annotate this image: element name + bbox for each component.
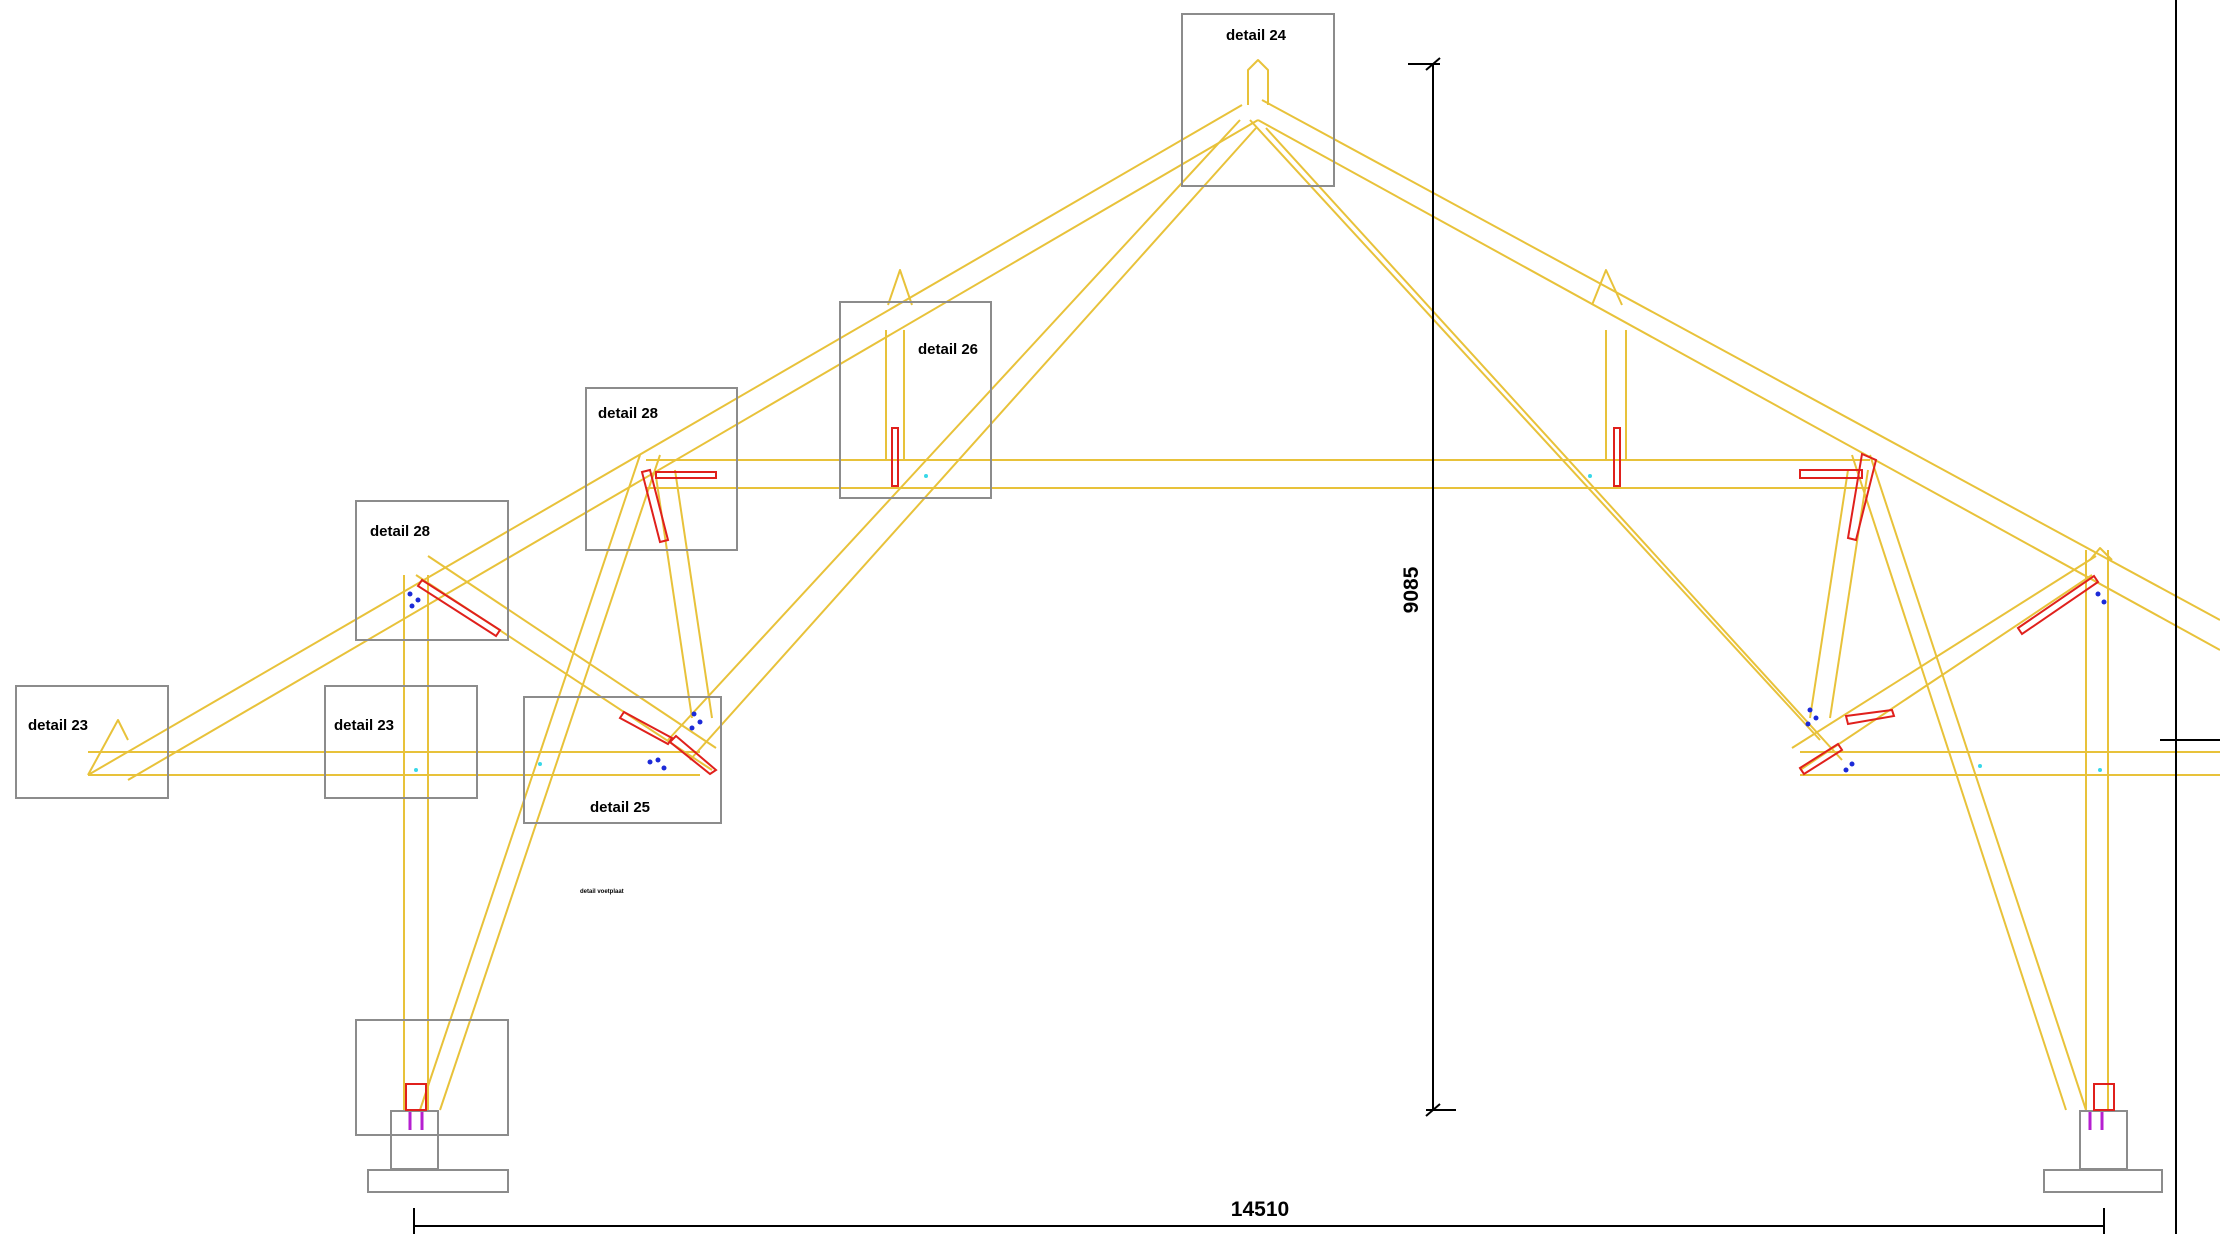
plate-collar-left <box>655 471 717 479</box>
detail-label-23-left: detail 23 <box>28 717 88 734</box>
marker-4 <box>1588 474 1592 478</box>
strut-right-b <box>1869 454 2087 1111</box>
knee-brace-left-b <box>427 555 717 749</box>
bolt-2 <box>415 597 421 603</box>
dimensions <box>413 0 2220 1234</box>
rafter-left-lower <box>127 119 1259 781</box>
strut-left-b <box>439 454 661 1111</box>
detail-label-28-lower: detail 28 <box>370 523 430 540</box>
plate-hanger-left <box>891 427 899 487</box>
marker-3 <box>924 474 928 478</box>
frame-detail-24 <box>1181 13 1335 187</box>
detail-label-26: detail 26 <box>918 341 978 358</box>
frame-detail-28-top <box>585 387 738 551</box>
tip-left <box>87 719 129 776</box>
plate-foot-right <box>2093 1083 2115 1111</box>
plate-right-25-a <box>1844 708 1896 726</box>
strut-left-a <box>419 454 641 1111</box>
frame-base-right-slab <box>2043 1169 2163 1193</box>
frame-base-left-slab <box>367 1169 509 1193</box>
bolt-1 <box>407 591 413 597</box>
bolt-13 <box>1813 715 1819 721</box>
rafter-right-upper <box>1261 99 2220 621</box>
small-note-label: detail voetplaat <box>580 889 624 895</box>
plate-strut-right <box>1846 452 1878 542</box>
height-dimension-arrow-bottom <box>1425 1103 1441 1117</box>
short-strut-right-b <box>1829 469 1869 719</box>
timber-members <box>87 59 2220 1111</box>
plate-knee-right <box>2016 574 2100 636</box>
plate-strut-left <box>640 468 670 544</box>
rafter-left-upper <box>87 104 1243 776</box>
bolt-4 <box>691 711 697 717</box>
height-dimension-label: 9085 <box>1400 566 1423 613</box>
plate-collar-right <box>1799 469 1863 479</box>
marker-2 <box>538 762 542 766</box>
plate-foot-left <box>405 1083 427 1111</box>
knee-brace-right-b <box>1791 555 2097 749</box>
frame-detail-23-left <box>15 685 169 799</box>
frame-footing-left <box>355 1019 509 1136</box>
bolt-12 <box>1807 707 1813 713</box>
short-strut-right-a <box>1809 469 1849 719</box>
tip-right <box>2089 547 2113 561</box>
plate-hanger-right <box>1613 427 1621 487</box>
short-strut-left-b <box>674 469 713 719</box>
knee-brace-right-a <box>1799 574 2093 771</box>
span-dimension-label: 14510 <box>1231 1198 1289 1221</box>
frame-detail-23-right <box>324 685 478 799</box>
plate-right-25-b <box>1798 742 1844 776</box>
labels: detail 23 detail 23 detail 24 detail 25 … <box>28 27 1423 1221</box>
apex-cap <box>1247 59 1269 105</box>
marker-6 <box>2098 768 2102 772</box>
detail-label-23-right: detail 23 <box>334 717 394 734</box>
bolt-7 <box>647 759 653 765</box>
detail-label-25: detail 25 <box>590 799 650 816</box>
marker-5 <box>1978 764 1982 768</box>
bolt-3 <box>409 603 415 609</box>
tip-collar-left <box>887 269 913 306</box>
rafter-right-lower <box>1257 119 2220 651</box>
strut-right-a <box>1851 454 2067 1111</box>
plate-25-upper <box>618 710 674 746</box>
brace-right-a <box>1249 119 1821 741</box>
detail-frames <box>15 13 2163 1193</box>
plate-knee-left <box>416 578 502 638</box>
bolt-6 <box>689 725 695 731</box>
height-dimension-arrow-top <box>1425 57 1441 71</box>
bolt-9 <box>661 765 667 771</box>
detail-label-28-top: detail 28 <box>598 405 658 422</box>
bolt-8 <box>655 757 661 763</box>
plate-25-lower <box>668 734 718 776</box>
marker-1 <box>414 768 418 772</box>
detail-label-24: detail 24 <box>1226 27 1287 44</box>
bolt-10 <box>2095 591 2101 597</box>
bolt-15 <box>1843 767 1849 773</box>
tip-collar-right <box>1591 269 1623 306</box>
frame-base-left-pedestal <box>390 1110 439 1170</box>
frame-detail-28-lower <box>355 500 509 641</box>
steel-hardware <box>405 427 2115 1130</box>
brace-left-a <box>667 119 1241 741</box>
frame-detail-25 <box>523 696 722 824</box>
bolt-16 <box>1849 761 1855 767</box>
bolt-11 <box>2101 599 2107 605</box>
bolt-14 <box>1805 721 1811 727</box>
frame-detail-26 <box>839 301 992 499</box>
brace-left-b <box>689 127 1257 761</box>
bolt-5 <box>697 719 703 725</box>
brace-right-b <box>1265 127 1843 761</box>
